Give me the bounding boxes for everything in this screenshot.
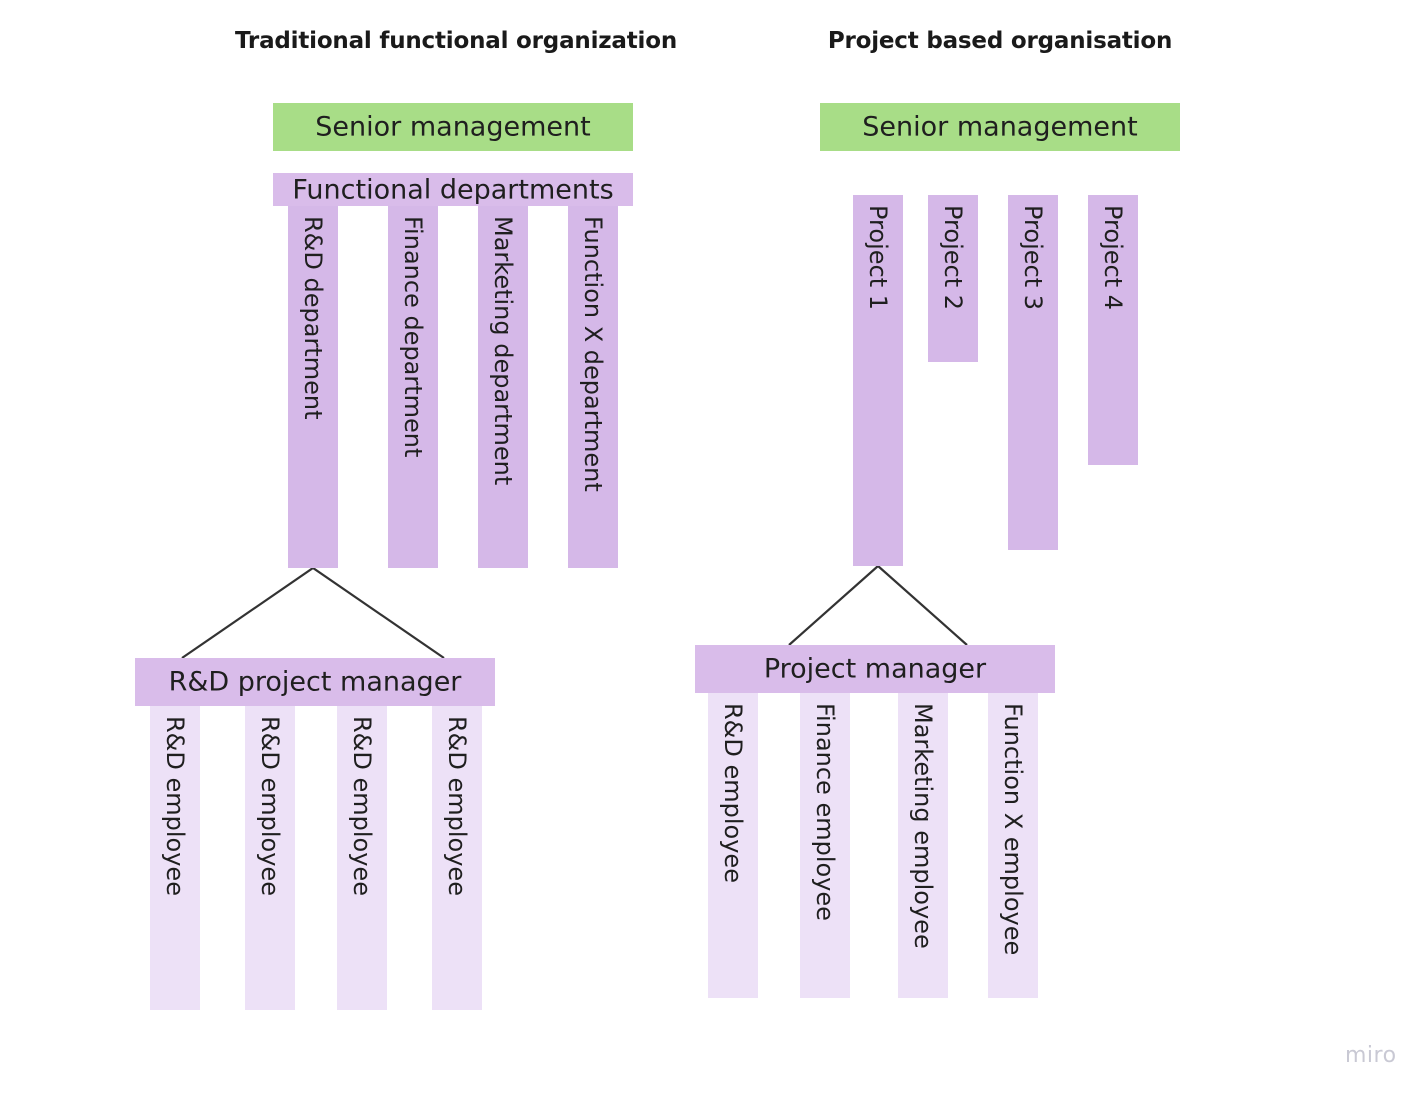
employee-label-left-4: R&D employee [443,716,471,896]
project-bar-4[interactable]: Project 4 [1088,195,1138,465]
employee-label-right-functionx: Function X employee [999,703,1027,956]
rd-project-manager-label: R&D project manager [168,666,462,698]
project-label-2: Project 2 [939,205,967,311]
project-label-1: Project 1 [864,205,892,311]
employee-label-right-rd: R&D employee [719,703,747,883]
employee-bar-left-1[interactable]: R&D employee [150,706,200,1010]
right-senior-management-label: Senior management [862,111,1138,143]
employee-bar-left-3[interactable]: R&D employee [337,706,387,1010]
project-manager-label: Project manager [763,653,987,685]
employee-label-right-finance: Finance employee [811,703,839,921]
functional-departments-box[interactable]: Functional departments [273,173,633,206]
project-label-3: Project 3 [1019,205,1047,311]
department-bar-functionx[interactable]: Function X department [568,206,618,568]
department-label-rd: R&D department [299,216,327,420]
project-bar-2[interactable]: Project 2 [928,195,978,362]
connector-left [181,566,445,659]
employee-bar-right-rd[interactable]: R&D employee [708,693,758,998]
employee-label-left-3: R&D employee [348,716,376,896]
project-bar-1[interactable]: Project 1 [853,195,903,566]
employee-bar-left-2[interactable]: R&D employee [245,706,295,1010]
employee-bar-right-marketing[interactable]: Marketing employee [898,693,948,998]
project-manager-box[interactable]: Project manager [695,645,1055,693]
department-label-marketing: Marketing department [489,216,517,486]
employee-label-left-1: R&D employee [161,716,189,896]
department-label-finance: Finance department [399,216,427,458]
left-panel-title: Traditional functional organization [234,28,678,54]
right-panel-title: Project based organisation [827,28,1173,54]
left-senior-management-box[interactable]: Senior management [273,103,633,151]
department-bar-rd[interactable]: R&D department [288,206,338,568]
employee-bar-right-functionx[interactable]: Function X employee [988,693,1038,998]
left-senior-management-label: Senior management [315,111,591,143]
department-bar-marketing[interactable]: Marketing department [478,206,528,568]
department-bar-finance[interactable]: Finance department [388,206,438,568]
rd-project-manager-box[interactable]: R&D project manager [135,658,495,706]
department-label-functionx: Function X department [579,216,607,492]
functional-departments-label: Functional departments [292,174,614,205]
employee-label-left-2: R&D employee [256,716,284,896]
employee-bar-left-4[interactable]: R&D employee [432,706,482,1010]
project-bar-3[interactable]: Project 3 [1008,195,1058,550]
employee-label-right-marketing: Marketing employee [909,703,937,949]
miro-watermark: miro [1345,1043,1397,1068]
project-label-4: Project 4 [1099,205,1127,311]
connector-right [788,564,968,646]
employee-bar-right-finance[interactable]: Finance employee [800,693,850,998]
right-senior-management-box[interactable]: Senior management [820,103,1180,151]
